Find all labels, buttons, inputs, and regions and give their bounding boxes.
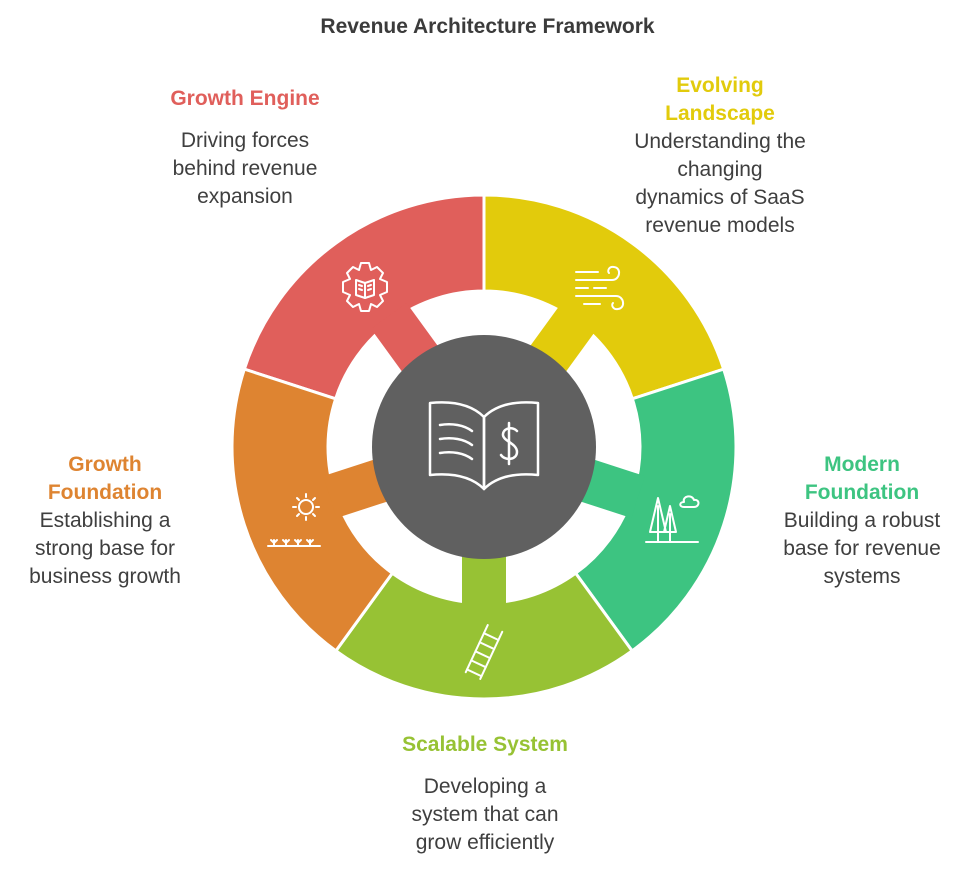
segment-heading-growth-engine: Growth Engine xyxy=(170,87,320,110)
segment-label-evolving-landscape: Evolving Landscape Understanding the cha… xyxy=(600,72,840,240)
ladder-icon xyxy=(464,624,504,680)
segment-desc-line: system that can xyxy=(411,803,559,826)
segment-desc-line: Driving forces xyxy=(180,129,310,152)
segment-desc-line: Establishing a xyxy=(39,509,171,532)
book-dollar-icon xyxy=(428,401,540,491)
diagram-title: Revenue Architecture Framework xyxy=(320,15,655,38)
segment-label-growth-foundation: Growth Foundation Establishing a strong … xyxy=(5,451,205,591)
segment-label-modern-foundation: Modern Foundation Building a robust base… xyxy=(752,451,972,591)
segment-desc-line: base for revenue xyxy=(783,537,941,560)
segment-desc-line: systems xyxy=(823,565,901,588)
segment-desc-line: grow efficiently xyxy=(415,831,555,854)
segment-desc-line: expansion xyxy=(197,185,293,208)
ring-segment-scalable-system xyxy=(333,571,635,701)
segment-desc-line: Developing a xyxy=(423,775,547,798)
gear-book-icon xyxy=(342,262,388,312)
segment-desc-line: Understanding the xyxy=(634,130,806,153)
segment-desc-line: revenue models xyxy=(645,214,795,237)
segment-heading-evolving-landscape: Evolving xyxy=(676,74,764,97)
segment-heading-growth-foundation: Foundation xyxy=(47,481,163,504)
segment-heading-modern-foundation: Foundation xyxy=(804,481,920,504)
segment-heading-scalable-system: Scalable System xyxy=(402,733,568,756)
segment-heading-growth-foundation: Growth xyxy=(68,453,142,476)
trees-icon xyxy=(645,495,700,543)
segment-desc-line: behind revenue xyxy=(172,157,318,180)
segment-label-scalable-system: Scalable System Developing a system that… xyxy=(365,731,605,857)
segment-desc-line: changing xyxy=(677,158,763,181)
segment-desc-line: strong base for xyxy=(34,537,176,560)
sun-sprout-icon xyxy=(267,493,321,547)
segment-heading-modern-foundation: Modern xyxy=(824,453,900,476)
segment-desc-line: dynamics of SaaS xyxy=(635,186,805,209)
segment-label-growth-engine: Growth Engine Driving forces behind reve… xyxy=(135,85,355,211)
wind-icon xyxy=(575,265,624,311)
segment-desc-line: Building a robust xyxy=(783,509,941,532)
segment-heading-evolving-landscape: Landscape xyxy=(665,102,775,125)
segment-desc-line: business growth xyxy=(29,565,181,588)
